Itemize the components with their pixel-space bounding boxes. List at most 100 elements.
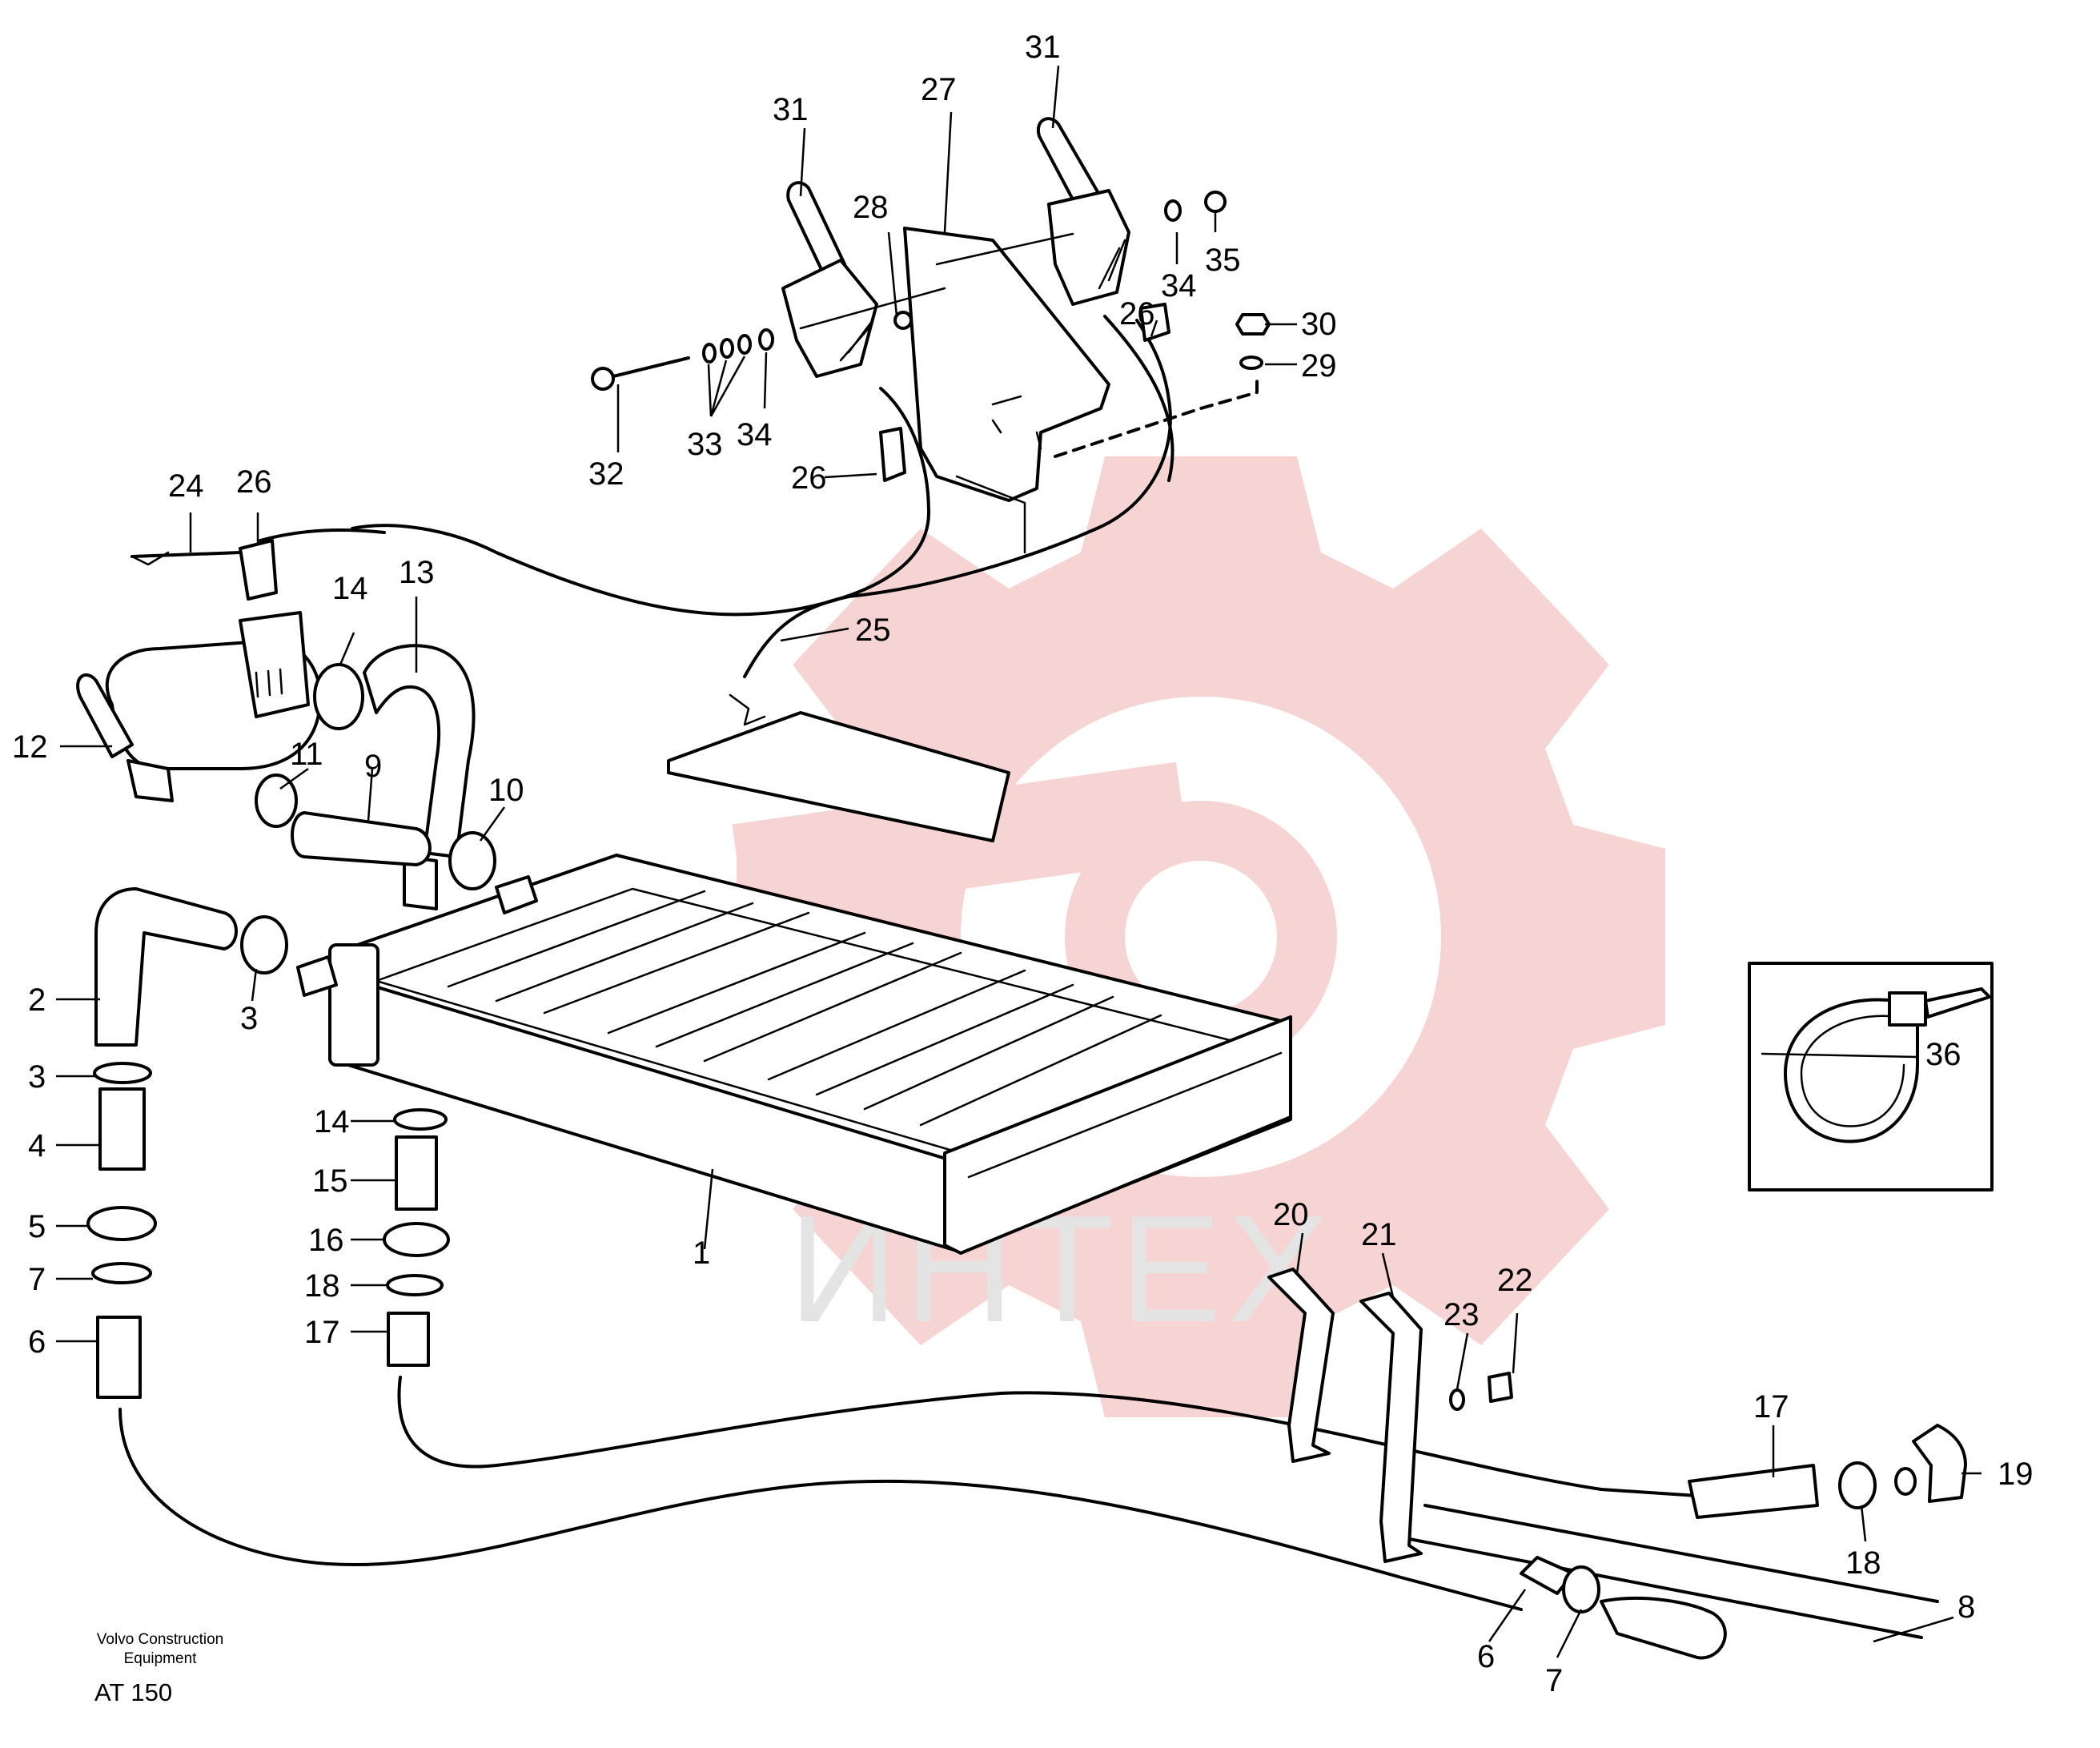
air-flap-plate	[667, 711, 1010, 842]
grommet-16	[383, 1222, 450, 1257]
washer-33a	[702, 343, 717, 364]
control-bracket-plate	[903, 227, 1110, 502]
bolt-22	[1488, 1372, 1513, 1403]
lower-right-hoses	[1520, 1424, 1967, 1660]
hose-8-long	[1399, 1536, 1923, 1639]
callout-11: 11	[290, 737, 323, 772]
nut-30	[1235, 313, 1271, 336]
heater-core	[296, 854, 1292, 1255]
hose-6-long	[118, 1408, 1523, 1611]
callout-7-left: 7	[28, 1262, 46, 1297]
valve-lever	[76, 673, 134, 758]
clamp-7-right	[1562, 1565, 1600, 1613]
tube-15	[395, 1135, 438, 1211]
callout-31-left: 31	[773, 92, 809, 127]
hose-9	[291, 811, 432, 866]
callout-14-top: 14	[332, 571, 368, 606]
callout-34-left: 34	[737, 417, 773, 452]
hose-6-bend	[1600, 1597, 1727, 1660]
hose-6-top	[96, 1316, 142, 1399]
valve-inlet-stub	[126, 759, 174, 802]
bracket-21	[1359, 1292, 1423, 1563]
callout-25: 25	[855, 613, 891, 648]
callout-15: 15	[312, 1163, 348, 1199]
hose-17-end	[1688, 1464, 1819, 1519]
callout-21: 21	[1361, 1217, 1397, 1252]
middle-hose-stack	[383, 1108, 450, 1367]
callout-14-mid: 14	[314, 1104, 350, 1139]
hose-17-long	[397, 1376, 1723, 1499]
cable-tie-tail	[1924, 987, 1991, 1019]
valve-actuator-slots	[255, 668, 283, 698]
right-lever-handle	[1036, 117, 1106, 216]
clamp-7	[91, 1262, 152, 1284]
long-hoses	[118, 1376, 1939, 1639]
callout-34-right: 34	[1161, 268, 1197, 303]
valve-cable	[130, 528, 386, 558]
grommet-5	[86, 1206, 157, 1241]
heater-core-left-tank	[328, 943, 379, 1067]
clamp-3	[93, 1062, 152, 1084]
valve-hoses	[94, 644, 496, 1047]
callout-17-right: 17	[1753, 1389, 1789, 1425]
cable-tie-inset	[1748, 962, 1994, 1191]
cable-tie-band	[1784, 998, 1919, 1143]
callout-17-mid: 17	[304, 1315, 340, 1350]
washer-34	[758, 328, 774, 351]
callout-13: 13	[399, 555, 435, 590]
callouts: 1 2 3 3 4 5 6 6 7 7 8 9 10 11 12 13 14 1…	[12, 30, 2034, 1698]
clamp-18	[386, 1274, 444, 1296]
leader-lines	[56, 65, 1982, 1658]
cable-tie-head	[1888, 991, 1927, 1027]
right-lever-dial	[1047, 189, 1130, 306]
callout-32: 32	[588, 456, 624, 492]
model-code-caption: AT 150	[94, 1678, 173, 1706]
bolt-head	[591, 367, 615, 391]
washer-23	[1449, 1388, 1465, 1411]
callout-4: 4	[28, 1128, 46, 1163]
water-valve	[76, 528, 386, 802]
control-bracket	[903, 227, 1110, 554]
callout-7-right: 7	[1545, 1663, 1563, 1698]
callout-33: 33	[687, 427, 723, 462]
heater-core-inlet-pipe	[296, 955, 338, 997]
control-bracket-foot	[955, 475, 1026, 554]
callout-26-mid: 26	[791, 460, 827, 496]
right-lever-scale	[1098, 239, 1126, 290]
callout-3-right: 3	[240, 1001, 258, 1036]
brackets	[1267, 1268, 1513, 1563]
heater-core-right-tank	[943, 1015, 1292, 1255]
cable-tie-band-inner	[1800, 1015, 1905, 1127]
callout-2: 2	[28, 982, 46, 1018]
hose-17-top	[387, 1312, 430, 1367]
clip-26-bracket-right	[1139, 303, 1170, 342]
bolt-shank	[612, 356, 690, 378]
control-cable-right	[1103, 315, 1174, 482]
cable-clip-24	[239, 539, 278, 601]
callout-10: 10	[488, 773, 524, 808]
washer-19	[1894, 1467, 1917, 1496]
callout-18-mid: 18	[304, 1268, 340, 1304]
elbow-19	[1912, 1424, 1967, 1503]
callout-28: 28	[853, 190, 889, 225]
left-lever-dial	[781, 259, 878, 378]
dashed-cable-link	[1054, 375, 1259, 458]
right-control-lever	[1036, 117, 1130, 306]
left-lever-scale	[839, 319, 874, 362]
clip-26-bracket-left	[879, 427, 906, 482]
callout-8: 8	[1957, 1589, 1975, 1625]
clamp-10	[448, 831, 496, 890]
nut-28	[893, 311, 913, 330]
callout-35: 35	[1205, 243, 1241, 278]
clamp-18-right	[1838, 1461, 1877, 1509]
air-flap-cable	[743, 319, 1172, 678]
callout-6-left: 6	[28, 1324, 46, 1360]
callout-26-right: 26	[1119, 296, 1155, 332]
clamp-14-top	[313, 663, 364, 730]
left-lever-handle	[786, 181, 846, 278]
callout-3-left: 3	[28, 1059, 46, 1095]
bracket-20	[1267, 1268, 1335, 1463]
callout-22: 22	[1497, 1263, 1533, 1298]
callout-27: 27	[921, 72, 957, 107]
